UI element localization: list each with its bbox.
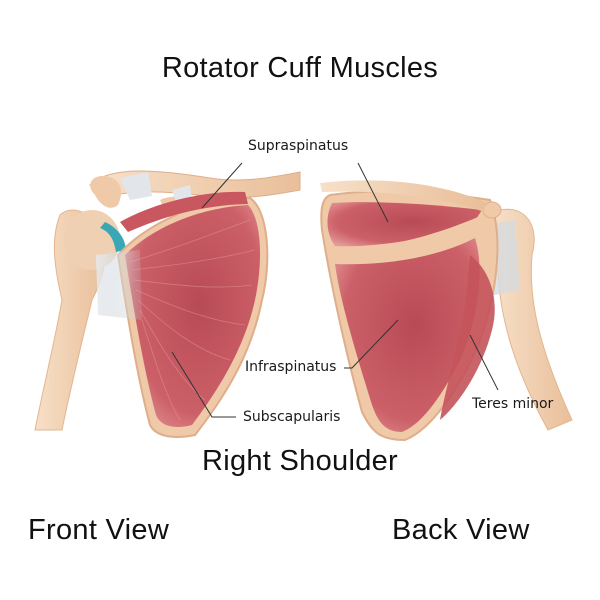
label-subscapularis: Subscapularis	[243, 409, 341, 425]
page-title: Rotator Cuff Muscles	[161, 52, 439, 84]
label-infraspinatus: Infraspinatus	[245, 359, 337, 375]
label-teres-minor: Teres minor	[472, 396, 554, 412]
label-supraspinatus: Supraspinatus	[248, 138, 349, 154]
tendon-front	[96, 250, 142, 320]
supraspinatus-front	[120, 191, 248, 232]
back-view-caption: Back View	[392, 514, 530, 546]
back-view-illustration	[320, 180, 573, 442]
infraspinatus-muscle	[335, 238, 480, 432]
front-view-illustration	[34, 170, 301, 438]
front-view-caption: Front View	[28, 514, 170, 546]
supraspinatus-back	[327, 202, 482, 247]
subtitle: Right Shoulder	[201, 445, 399, 477]
clavicle	[89, 170, 301, 201]
cartilage	[100, 222, 126, 252]
leader-lines	[171, 162, 499, 418]
teres-minor-muscle	[440, 255, 495, 420]
